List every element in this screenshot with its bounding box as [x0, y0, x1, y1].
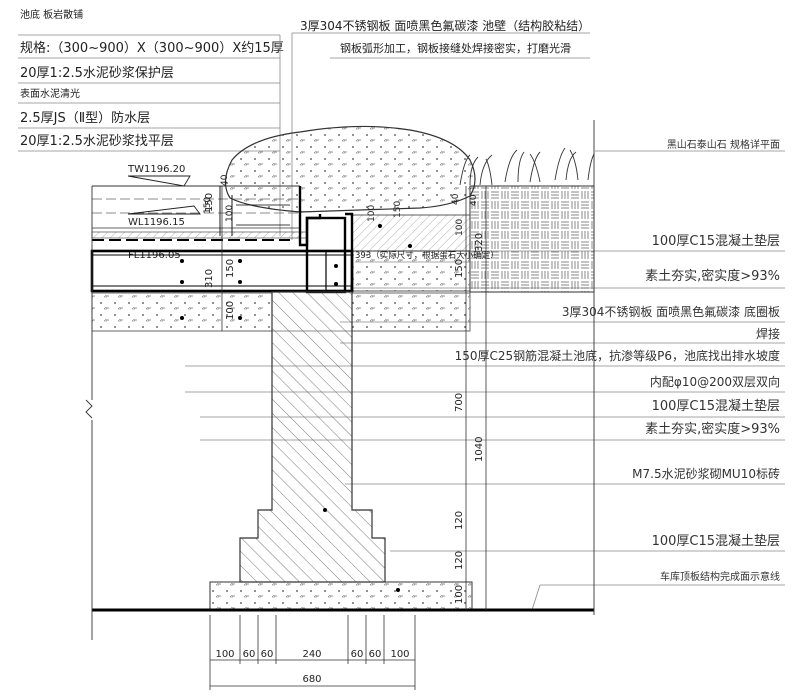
right-bed	[351, 214, 594, 293]
left-note: 规格:（300~900）X（300~900）X约15厚	[20, 40, 284, 56]
level-tw-label: TW1196.20	[127, 164, 185, 175]
level-mark-wl: WL1196.15	[127, 205, 201, 228]
vertical-dims-mid: 150 320 700 1040 120 120 100	[454, 186, 487, 610]
vertical-dims-top: 40 100 150	[393, 194, 479, 236]
pond-bottom	[90, 231, 471, 332]
vdim-mid: 150	[454, 259, 465, 278]
bottom-dim: 60	[351, 649, 364, 660]
top-note: 3厚304不锈钢板 面喷黑色氟碳漆 池壁（结构胶粘结）	[300, 18, 590, 33]
rebar	[180, 224, 412, 592]
planting-gravel	[469, 185, 595, 293]
break-lines	[85, 120, 595, 640]
right-note: 黑山石泰山石 规格详平面	[667, 138, 780, 151]
left-note: 表面水泥清光	[20, 87, 80, 100]
vdim-top: 100	[455, 219, 465, 236]
right-note: M7.5水泥砂浆砌MU10标砖	[632, 466, 780, 481]
left-note: 20厚1:2.5水泥砂浆保护层	[20, 66, 174, 81]
inner-dim: 150	[203, 197, 213, 214]
vdim-mid: 320	[474, 233, 485, 252]
boulder	[224, 125, 476, 213]
right-note: 100厚C15混凝土垫层	[652, 533, 780, 549]
inner-dim-note: 393（实际尺寸，根据蛋石大小确定）	[355, 250, 499, 261]
left-notes: 池底 板岩散铺 规格:（300~900）X（300~900）X约15厚 20厚1…	[18, 8, 284, 236]
left-note: 20厚1:2.5水泥砂浆找平层	[20, 134, 174, 149]
brick-wall	[209, 291, 473, 611]
grass	[459, 147, 595, 186]
right-note: 100厚C15混凝土垫层	[652, 233, 780, 249]
vdim-top: 40	[469, 194, 479, 206]
left-note: 池底 板岩散铺	[20, 8, 83, 21]
right-note: 150厚C25钢筋混凝土池底，抗渗等级P6，池底找出排水坡度	[455, 348, 780, 363]
right-note: 100厚C15混凝土垫层	[652, 398, 780, 414]
inner-dim: 40	[451, 193, 461, 205]
right-note: 车库顶板结构完成面示意线	[660, 570, 780, 583]
bottom-dim: 60	[243, 649, 256, 660]
top-note: 钢板弧形加工，钢板接缝处焊接密实，打磨光滑	[340, 41, 571, 55]
inner-dim: 40	[220, 174, 230, 186]
inner-dims: 40 100 150 40 100 393（实际尺寸，根据蛋石大小确定）	[203, 174, 499, 263]
level-wl-label: WL1196.15	[128, 217, 185, 228]
vdim-top: 150	[393, 201, 403, 218]
vdim-mid: 700	[454, 393, 465, 412]
right-note: 3厚304不锈钢板 面喷黑色氟碳漆 底圈板	[562, 304, 780, 319]
vdim-mid: 100	[454, 585, 465, 604]
bottom-dim: 60	[261, 649, 274, 660]
right-note: 素土夯实,密实度>93%	[645, 421, 780, 437]
bottom-dim: 100	[390, 649, 409, 660]
vertical-dims-left: 150 310 150 100	[204, 186, 236, 331]
vdim-mid: 120	[454, 511, 465, 530]
vdim-mid: 120	[454, 551, 465, 570]
level-mark-tw: TW1196.20	[127, 164, 191, 187]
total-width: 680	[302, 674, 321, 685]
water-surface	[92, 185, 300, 229]
right-note: 焊接	[756, 326, 780, 341]
bottom-dim: 60	[369, 649, 382, 660]
bottom-dim: 100	[215, 649, 234, 660]
inner-dim: 100	[367, 205, 377, 222]
inner-dim: 100	[225, 205, 235, 222]
bottom-dims: 100 60 60 240 60 60 100 680	[209, 615, 416, 690]
vdim-mid: 1040	[474, 437, 485, 462]
steel-edge	[219, 186, 354, 294]
vdim-left: 150	[225, 259, 236, 278]
left-note: 2.5厚JS（Ⅱ型）防水层	[20, 110, 150, 126]
right-note: 素土夯实,密实度>93%	[645, 268, 780, 284]
vdim-left: 310	[204, 269, 215, 288]
vdim-left: 100	[225, 301, 236, 320]
bottom-dim: 240	[302, 649, 321, 660]
right-note: 内配φ10@200双层双向	[650, 374, 780, 389]
vdim-left: 150	[204, 193, 215, 212]
